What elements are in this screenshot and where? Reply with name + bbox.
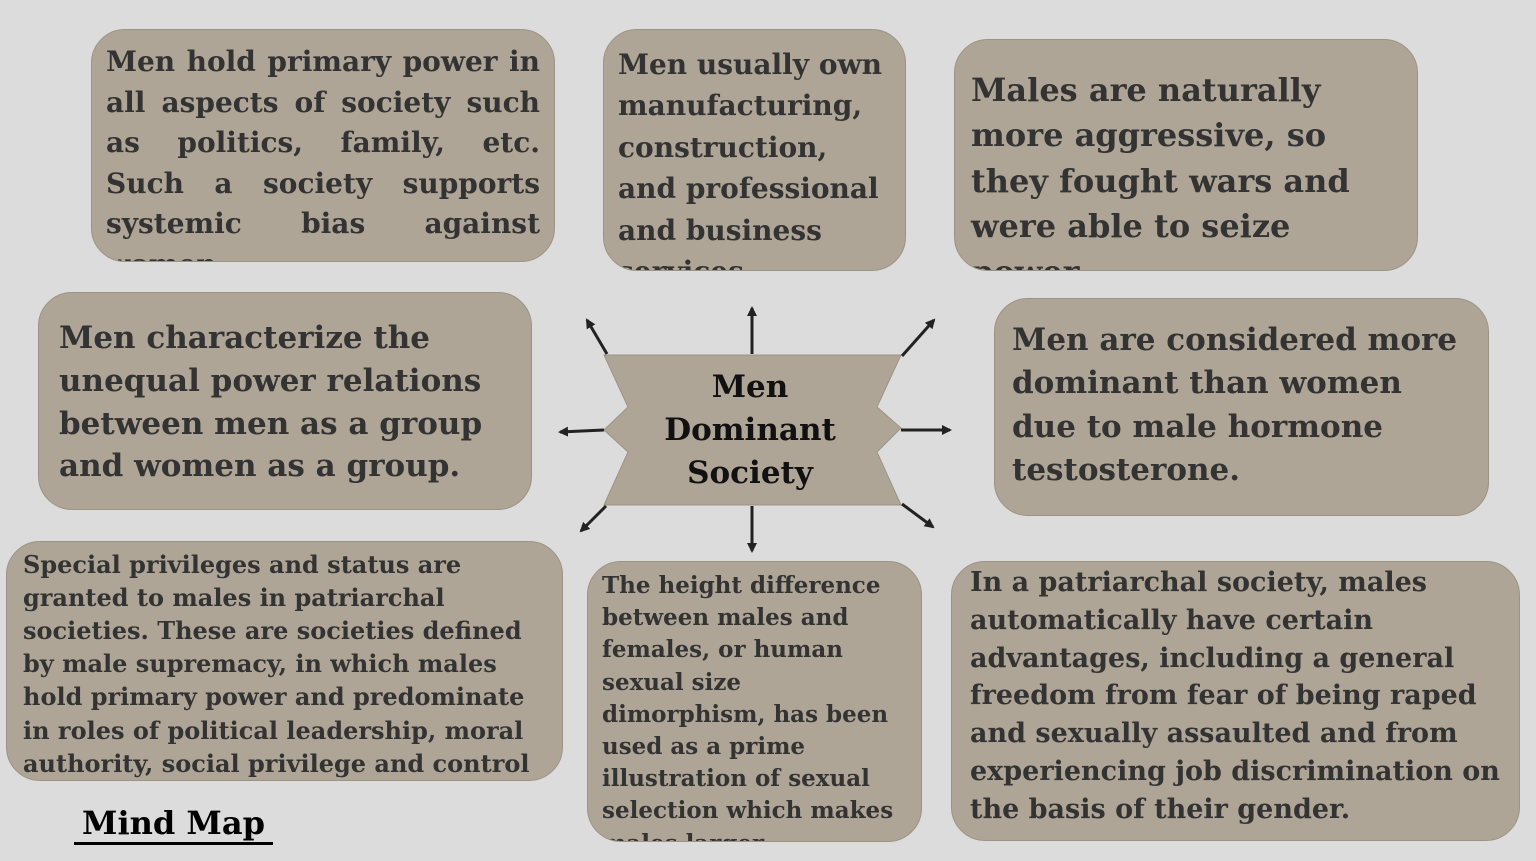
node-top-right: Males are naturally more aggressive, so … xyxy=(954,39,1418,271)
node-top-center: Men usually own manufacturing, construct… xyxy=(603,29,906,271)
arrow-down-left xyxy=(579,504,608,533)
node-bottom-left: Special privileges and status are grante… xyxy=(6,541,563,781)
center-title-line: Dominant xyxy=(664,411,836,448)
arrow-up-left xyxy=(585,318,609,355)
center-shape xyxy=(603,354,902,506)
node-bottom-center: The height difference between males and … xyxy=(587,561,922,842)
center-hub xyxy=(558,306,952,553)
node-middle-left: Men characterize the unequal power relat… xyxy=(38,292,532,510)
center-title: Men Dominant Society xyxy=(640,366,860,494)
center-title-line: Society xyxy=(687,454,813,491)
node-top-left: Men hold primary power in all aspects of… xyxy=(91,29,555,262)
arrow-up-right xyxy=(900,318,936,357)
arrow-down-right xyxy=(901,502,935,529)
node-middle-right: Men are considered more dominant than wo… xyxy=(994,298,1489,516)
mind-map-label: Mind Map xyxy=(74,804,273,846)
node-bottom-right: In a patriarchal society, males automati… xyxy=(951,561,1520,841)
arrow-left xyxy=(558,426,605,437)
center-title-line: Men xyxy=(711,369,789,405)
